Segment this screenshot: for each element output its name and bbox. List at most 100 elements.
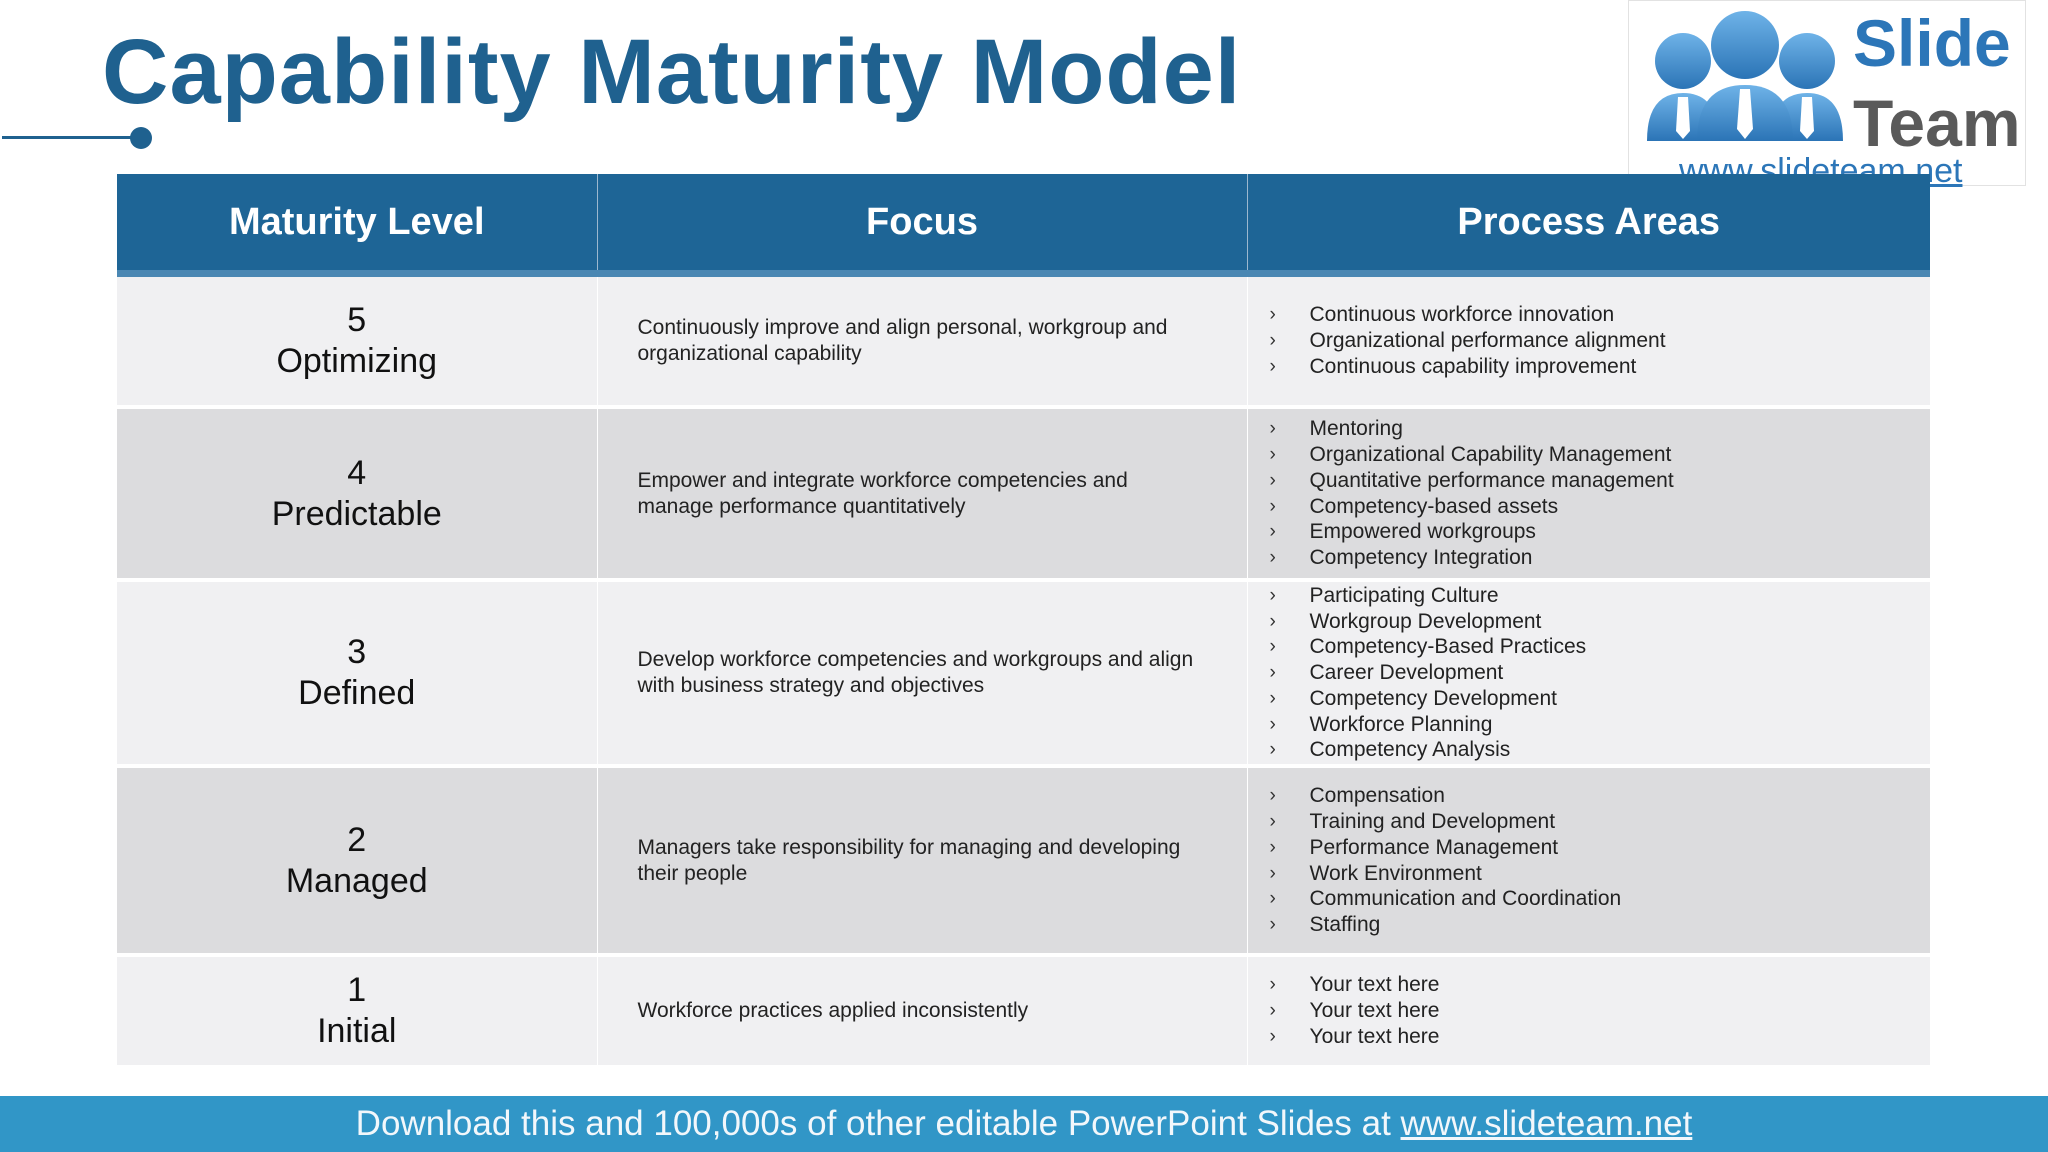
chevron-right-icon: › bbox=[1269, 304, 1276, 326]
list-item: ›Compensation bbox=[1270, 783, 1931, 809]
process-area-text: Competency Integration bbox=[1309, 546, 1533, 570]
focus-cell: Develop workforce competencies and workg… bbox=[597, 580, 1248, 768]
process-area-text: Organizational Capability Management bbox=[1309, 442, 1672, 466]
list-item: › Performance Management bbox=[1270, 835, 1931, 861]
chevron-right-icon: › bbox=[1269, 1000, 1276, 1022]
chevron-right-icon: › bbox=[1269, 547, 1276, 569]
level-name: Optimizing bbox=[276, 342, 438, 380]
list-item: ›Your text here bbox=[1270, 972, 1931, 998]
header-process-areas: Process Areas bbox=[1247, 174, 1930, 270]
focus-cell: Managers take responsibility for managin… bbox=[597, 766, 1248, 957]
slide-title: Capability Maturity Model bbox=[102, 21, 1242, 123]
process-area-text: Continuous capability improvement bbox=[1309, 354, 1637, 378]
header-focus: Focus bbox=[597, 174, 1248, 270]
level-number: 3 bbox=[347, 633, 367, 671]
chevron-right-icon: › bbox=[1269, 836, 1276, 858]
list-item: ›Competency-based assets bbox=[1270, 494, 1931, 520]
list-item: › Your text here bbox=[1270, 1024, 1931, 1050]
process-area-text: Workforce Planning bbox=[1309, 712, 1493, 736]
list-item: ›Career Development bbox=[1270, 660, 1931, 686]
chevron-right-icon: › bbox=[1269, 355, 1276, 377]
chevron-right-icon: › bbox=[1269, 521, 1276, 543]
process-area-text: Performance Management bbox=[1309, 835, 1559, 859]
list-item: › Continuous workforce innovation bbox=[1270, 302, 1931, 328]
chevron-right-icon: › bbox=[1269, 418, 1276, 440]
chevron-right-icon: › bbox=[1269, 584, 1276, 606]
list-item: › Mentoring bbox=[1270, 416, 1931, 442]
process-area-text: Competency-Based Practices bbox=[1309, 635, 1587, 659]
list-item: ›Competency Development bbox=[1270, 686, 1931, 712]
list-item: ›Training and Development bbox=[1270, 809, 1931, 835]
chevron-right-icon: › bbox=[1269, 914, 1276, 936]
chevron-right-icon: › bbox=[1269, 443, 1276, 465]
chevron-right-icon: › bbox=[1269, 713, 1276, 735]
process-area-text: Your text here bbox=[1309, 1024, 1440, 1048]
footer-link[interactable]: www.slideteam.net bbox=[1400, 1104, 1693, 1143]
table-header-row: Maturity Level Focus Process Areas bbox=[117, 174, 1930, 270]
process-areas-list: ›Participating Culture›Workgroup Develop… bbox=[1248, 583, 1931, 764]
process-areas-cell: ›Compensation›Training and Development›P… bbox=[1247, 766, 1931, 957]
list-item: › Competency Integration bbox=[1270, 545, 1931, 571]
process-area-text: Organizational performance alignment bbox=[1309, 329, 1666, 353]
list-item: › Competency-Based Practices bbox=[1270, 634, 1931, 660]
list-item: › Organizational performance alignment bbox=[1270, 328, 1931, 354]
chevron-right-icon: › bbox=[1269, 636, 1276, 658]
process-area-text: Workgroup Development bbox=[1309, 609, 1542, 633]
process-areas-list: ›Your text here›Your text here›Your text… bbox=[1248, 972, 1931, 1049]
process-areas-cell: › Continuous workforce innovation › Organiz… bbox=[1247, 277, 1931, 409]
list-item: › Continuous capability improvement bbox=[1270, 354, 1931, 380]
process-areas-cell: › Mentoring › Organizational Capability Man… bbox=[1247, 407, 1931, 582]
chevron-right-icon: › bbox=[1269, 974, 1276, 996]
process-areas-cell: ›Your text here›Your text here›Your text… bbox=[1247, 955, 1931, 1069]
process-area-text: Staffing bbox=[1309, 913, 1381, 937]
focus-cell: Continuously improve and align personal,… bbox=[597, 277, 1248, 409]
list-item: › Staffing bbox=[1270, 912, 1931, 938]
process-area-text: Communication and Coordination bbox=[1309, 887, 1622, 911]
chevron-right-icon: › bbox=[1269, 862, 1276, 884]
list-item: › Competency Analysis bbox=[1270, 737, 1931, 763]
process-area-text: Work Environment bbox=[1309, 861, 1482, 885]
slideteam-logo[interactable]: Slide Team www.slideteam.net bbox=[1628, 0, 2026, 190]
logo-word-slide: Slide bbox=[1853, 6, 2011, 80]
process-area-text: Competency Analysis bbox=[1309, 738, 1511, 762]
chevron-right-icon: › bbox=[1269, 888, 1276, 910]
process-area-text: Empowered workgroups bbox=[1309, 520, 1536, 544]
level-name: Initial bbox=[317, 1012, 397, 1050]
process-area-text: Competency-based assets bbox=[1309, 494, 1559, 518]
process-area-text: Mentoring bbox=[1309, 417, 1403, 441]
chevron-right-icon: › bbox=[1269, 687, 1276, 709]
chevron-right-icon: › bbox=[1269, 1025, 1276, 1047]
chevron-right-icon: › bbox=[1269, 330, 1276, 352]
title-underline-dot bbox=[130, 127, 152, 149]
list-item: › Workforce Planning bbox=[1270, 712, 1931, 738]
chevron-right-icon: › bbox=[1269, 739, 1276, 761]
logo-word-team: Team bbox=[1853, 86, 2021, 160]
list-item: › Empowered workgroups bbox=[1270, 519, 1931, 545]
footer-banner: Download this and 100,000s of other edit… bbox=[0, 1096, 2048, 1152]
list-item: ›Quantitative performance management bbox=[1270, 468, 1931, 494]
process-area-text: Your text here bbox=[1309, 999, 1440, 1023]
process-area-text: Career Development bbox=[1309, 661, 1504, 685]
process-areas-list: ›Compensation›Training and Development›P… bbox=[1248, 783, 1931, 938]
level-number: 4 bbox=[347, 453, 367, 492]
process-area-text: Continuous workforce innovation bbox=[1309, 303, 1615, 327]
level-number: 5 bbox=[347, 301, 367, 339]
process-area-text: Quantitative performance management bbox=[1309, 468, 1674, 492]
process-areas-list: › Mentoring › Organizational Capability Man… bbox=[1248, 416, 1931, 571]
list-item: › Organizational Capability Management bbox=[1270, 442, 1931, 468]
process-area-text: Training and Development bbox=[1309, 809, 1556, 833]
level-number: 2 bbox=[347, 820, 367, 859]
focus-cell: Workforce practices applied inconsistent… bbox=[597, 955, 1248, 1069]
title-underline bbox=[2, 136, 138, 139]
level-number: 1 bbox=[347, 971, 367, 1009]
